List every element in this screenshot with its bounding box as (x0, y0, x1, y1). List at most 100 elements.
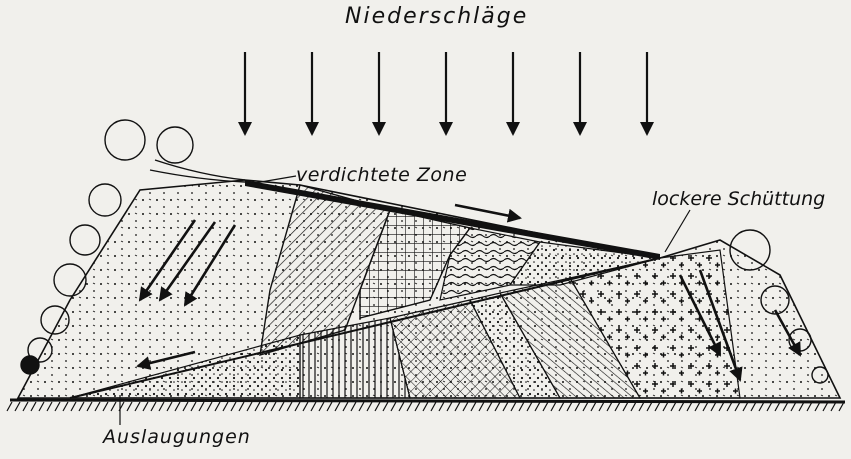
ground-hatch-stroke (735, 402, 740, 411)
label-loose-fill: lockere Schüttung (652, 188, 825, 210)
ground-hatch-stroke (607, 402, 612, 411)
ground-hatch-stroke (343, 402, 348, 411)
ground-hatch-stroke (559, 402, 564, 411)
ground-hatch-stroke (327, 402, 332, 411)
ground-hatch-stroke (751, 402, 756, 411)
ground-hatch-stroke (519, 402, 524, 411)
ground-hatch-stroke (695, 402, 700, 411)
ground-hatch-stroke (351, 402, 356, 411)
ground-hatch-stroke (79, 402, 84, 411)
diagram-title: Niederschläge (345, 4, 528, 29)
ground-hatch-stroke (15, 402, 20, 411)
ground-hatch-stroke (543, 402, 548, 411)
ground-hatch-stroke (535, 402, 540, 411)
ground-hatch (7, 402, 844, 411)
ground-hatch-stroke (47, 402, 52, 411)
ground-hatch-stroke (767, 402, 772, 411)
label-leaching: Auslaugungen (103, 426, 251, 448)
precipitation-arrows (245, 52, 647, 134)
ground-hatch-stroke (383, 402, 388, 411)
ground-hatch-stroke (151, 402, 156, 411)
ground-hatch-stroke (431, 402, 436, 411)
ground-line (10, 400, 845, 402)
ground-hatch-stroke (247, 402, 252, 411)
ground-hatch-stroke (167, 402, 172, 411)
ground-hatch-stroke (263, 402, 268, 411)
ground-hatch-stroke (575, 402, 580, 411)
ground-hatch-stroke (423, 402, 428, 411)
ground-hatch-stroke (447, 402, 452, 411)
ground-hatch-stroke (639, 402, 644, 411)
ground-hatch-stroke (615, 402, 620, 411)
ground-hatch-stroke (71, 402, 76, 411)
ground-hatch-stroke (671, 402, 676, 411)
ground-hatch-stroke (303, 402, 308, 411)
ground-hatch-stroke (471, 402, 476, 411)
label-compacted-zone: verdichtete Zone (296, 164, 467, 186)
ground-hatch-stroke (391, 402, 396, 411)
ground-hatch-stroke (591, 402, 596, 411)
ground-hatch-stroke (135, 402, 140, 411)
ground-hatch-stroke (183, 402, 188, 411)
ground-hatch-stroke (199, 402, 204, 411)
ground-hatch-stroke (95, 402, 100, 411)
ground-hatch-stroke (279, 402, 284, 411)
ground-hatch-stroke (703, 402, 708, 411)
ground-hatch-stroke (31, 402, 36, 411)
ground-hatch-stroke (159, 402, 164, 411)
ground-hatch-stroke (7, 402, 12, 411)
ground-hatch-stroke (647, 402, 652, 411)
ground-hatch-stroke (759, 402, 764, 411)
ground-hatch-stroke (479, 402, 484, 411)
ground-hatch-stroke (495, 402, 500, 411)
ground-hatch-stroke (511, 402, 516, 411)
ground-hatch-stroke (103, 402, 108, 411)
ground-hatch-stroke (143, 402, 148, 411)
ground-hatch-stroke (439, 402, 444, 411)
ground-hatch-stroke (551, 402, 556, 411)
ground-hatch-stroke (463, 402, 468, 411)
ground-hatch-stroke (583, 402, 588, 411)
ground-hatch-stroke (455, 402, 460, 411)
ground-hatch-stroke (623, 402, 628, 411)
ground-hatch-stroke (407, 402, 412, 411)
ground-hatch-stroke (599, 402, 604, 411)
ground-hatch-stroke (335, 402, 340, 411)
ground-hatch-stroke (775, 402, 780, 411)
ground-hatch-stroke (711, 402, 716, 411)
ground-hatch-stroke (271, 402, 276, 411)
ground-hatch-stroke (111, 402, 116, 411)
ground-hatch-stroke (239, 402, 244, 411)
ground-hatch-stroke (743, 402, 748, 411)
ground-hatch-stroke (655, 402, 660, 411)
ground-hatch-stroke (175, 402, 180, 411)
ground-hatch-stroke (287, 402, 292, 411)
ground-hatch-stroke (727, 402, 732, 411)
ground-hatch-stroke (415, 402, 420, 411)
ground-hatch-stroke (255, 402, 260, 411)
ground-hatch-stroke (663, 402, 668, 411)
ground-hatch-stroke (55, 402, 60, 411)
ground-hatch-stroke (215, 402, 220, 411)
ground-hatch-stroke (63, 402, 68, 411)
ground-hatch-stroke (207, 402, 212, 411)
ground-hatch-stroke (127, 402, 132, 411)
ground-hatch-stroke (39, 402, 44, 411)
ground-hatch-stroke (231, 402, 236, 411)
ground-hatch-stroke (367, 402, 372, 411)
ground-hatch-stroke (679, 402, 684, 411)
ground-hatch-stroke (375, 402, 380, 411)
ground-hatch-stroke (223, 402, 228, 411)
ground-hatch-stroke (567, 402, 572, 411)
ground-hatch-stroke (359, 402, 364, 411)
ground-hatch-stroke (719, 402, 724, 411)
ground-hatch-stroke (503, 402, 508, 411)
ground-hatch-stroke (311, 402, 316, 411)
ground-hatch-stroke (295, 402, 300, 411)
ground-hatch-stroke (319, 402, 324, 411)
ground-hatch-stroke (399, 402, 404, 411)
ground-hatch-stroke (687, 402, 692, 411)
ground-hatch-stroke (191, 402, 196, 411)
